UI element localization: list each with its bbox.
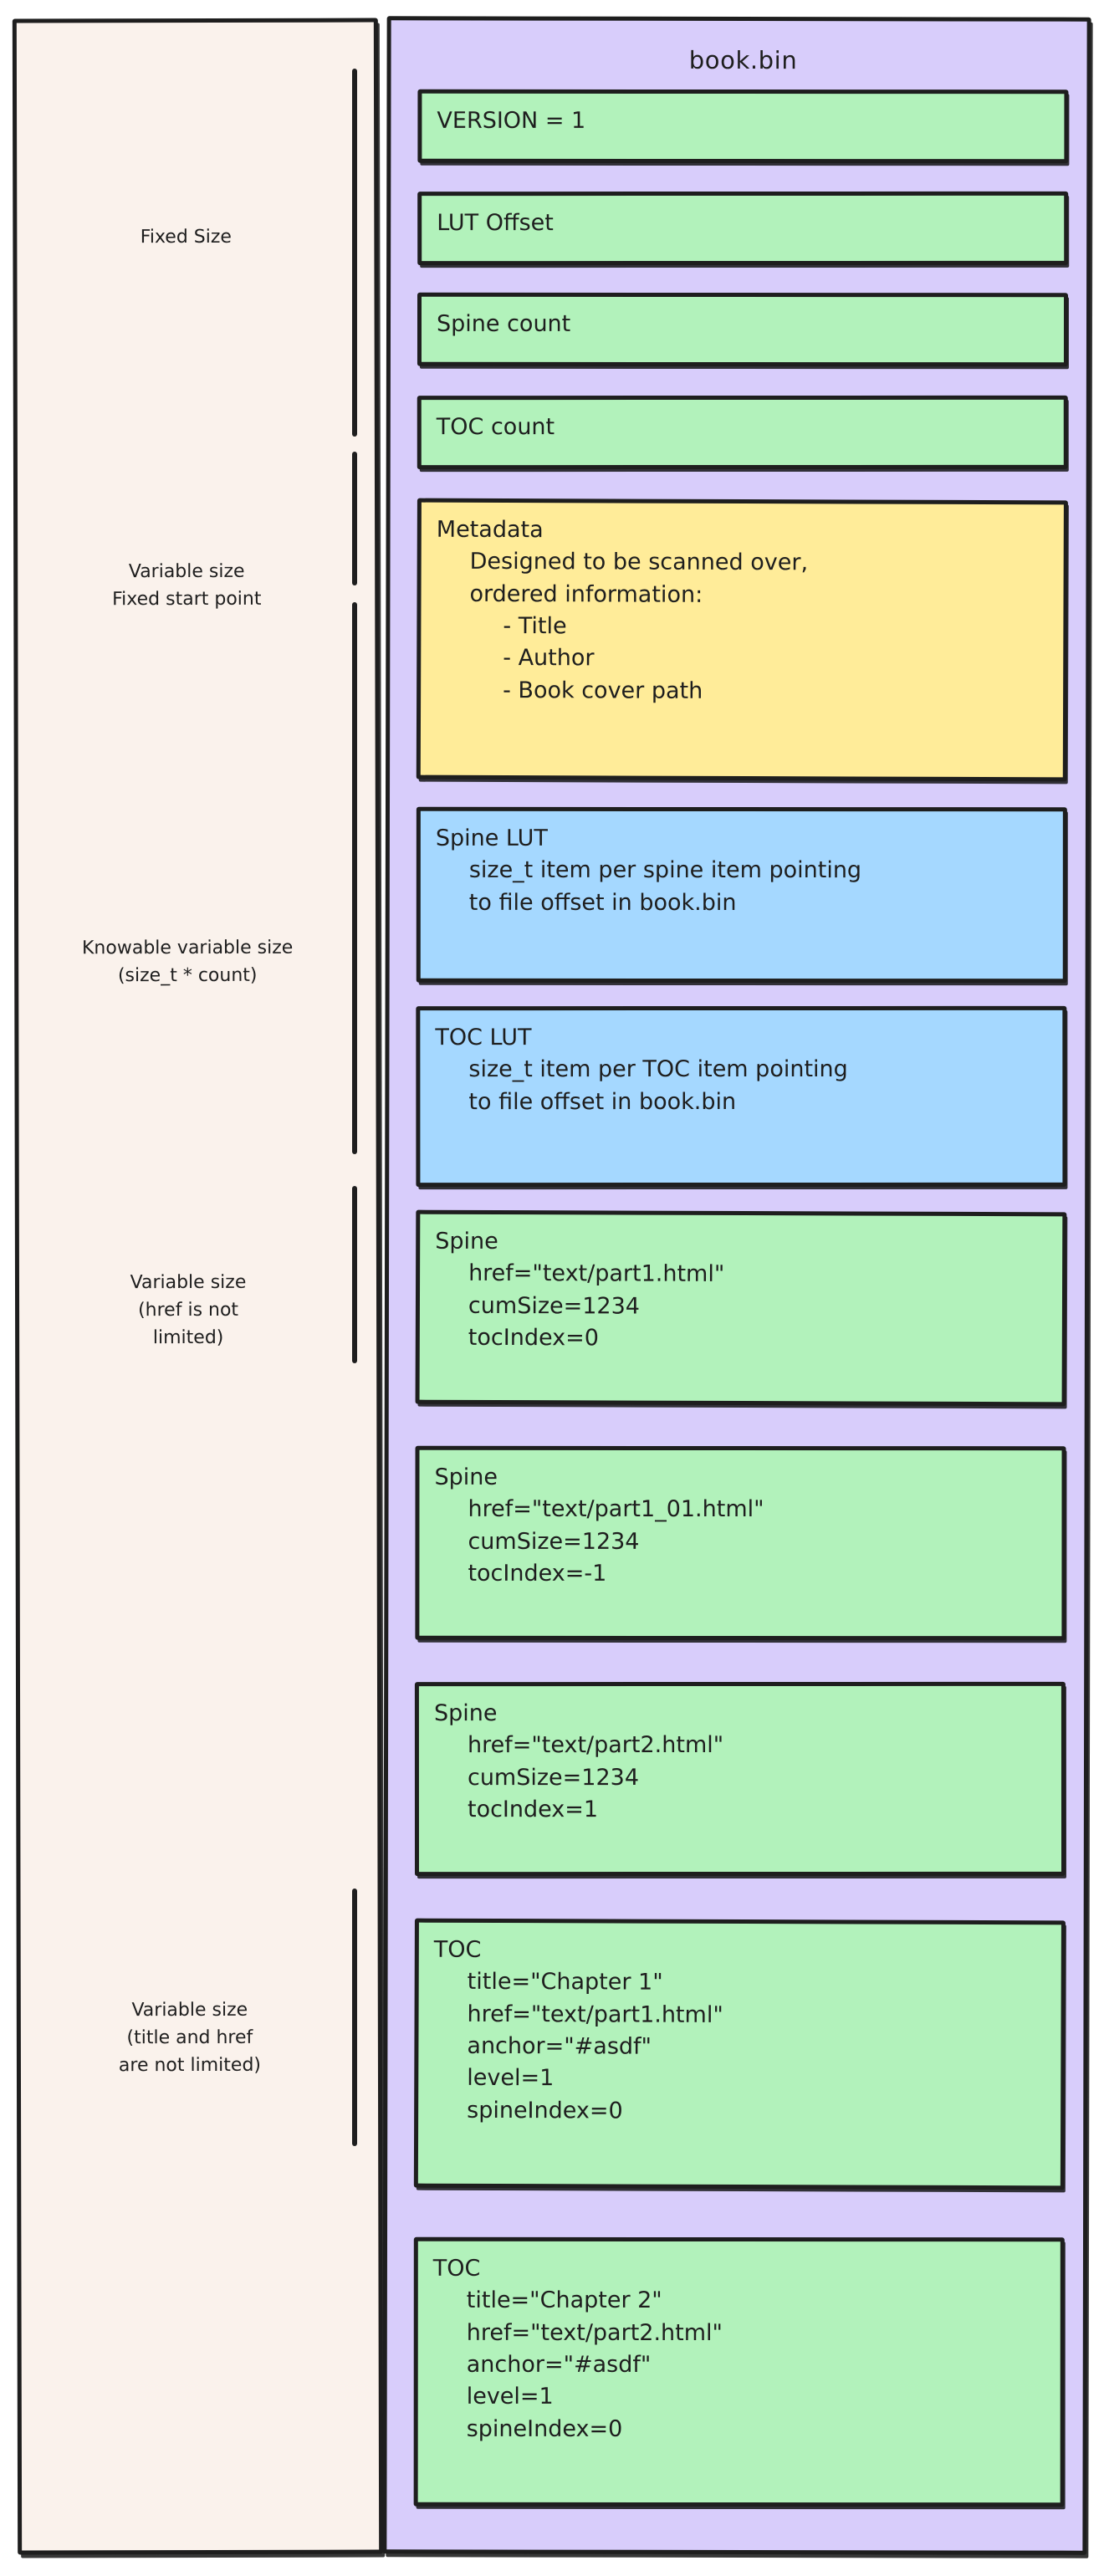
side-label-variable-fixed-start: Variable size Fixed start point xyxy=(112,560,262,611)
bracket-metadata xyxy=(352,452,357,585)
node-line: size_t item per spine item pointing xyxy=(468,857,862,884)
node-line: - Title xyxy=(503,612,567,640)
bracket-fixed-size xyxy=(352,69,357,437)
node-header: Spine count xyxy=(436,310,571,337)
node-header: VERSION = 1 xyxy=(437,107,586,134)
node-line: href="text/part1.html" xyxy=(468,1260,725,1288)
node-header: Spine xyxy=(433,1700,498,1727)
node-line: - Book cover path xyxy=(503,677,703,704)
node-toc-2: TOC title="Chapter 2" href="text/part2.htm… xyxy=(413,2236,1065,2507)
book-bin-container: book.bin VERSION = 1 LUT Offset Spine co… xyxy=(382,16,1091,2555)
page-title: book.bin xyxy=(688,45,798,75)
node-line: anchor="#asdf" xyxy=(466,2351,652,2378)
side-label-knowable-variable-size: Knowable variable size (size_t * count) xyxy=(81,937,294,987)
node-line: size_t item per TOC item pointing xyxy=(468,1056,848,1083)
node-spine-lut: Spine LUT size_t item per spine item poin… xyxy=(416,806,1067,984)
node-header: Spine xyxy=(435,1228,498,1255)
node-line: href="text/part1.html" xyxy=(467,2001,723,2028)
node-toc-1: TOC title="Chapter 1" href="text/part1.htm… xyxy=(413,1918,1066,2190)
node-header: TOC count xyxy=(436,414,555,441)
bracket-spine xyxy=(352,1186,357,1363)
bracket-luts xyxy=(352,602,357,1154)
side-label-fixed-size: Fixed Size xyxy=(140,226,232,248)
side-label-variable-href: Variable size (href is not limited) xyxy=(130,1271,247,1349)
node-line: to file offset in book.bin xyxy=(468,1088,737,1115)
node-line: - Author xyxy=(503,645,595,672)
node-header: TOC xyxy=(433,1936,482,1963)
left-annotation-panel: Fixed Size Variable size Fixed start poi… xyxy=(12,18,384,2555)
node-line: level=1 xyxy=(466,2384,554,2410)
node-line: cumSize=1234 xyxy=(468,1292,641,1320)
node-line: href="text/part2.html" xyxy=(467,1732,724,1759)
node-line: title="Chapter 1" xyxy=(467,1969,663,1996)
node-line: tocIndex=-1 xyxy=(468,1560,607,1587)
node-line: tocIndex=0 xyxy=(468,1324,599,1352)
side-label-variable-title-href: Variable size (title and href are not li… xyxy=(118,1999,262,2077)
node-header: LUT Offset xyxy=(437,210,554,237)
node-line: level=1 xyxy=(467,2065,555,2092)
node-version: VERSION = 1 xyxy=(417,89,1069,164)
node-header: Spine LUT xyxy=(435,825,548,851)
node-spine-3: Spine href="text/part2.html" cumSize=1234 t… xyxy=(414,1681,1066,1877)
node-toc-count: TOC count xyxy=(417,395,1068,470)
node-line: ordered information: xyxy=(469,580,703,608)
node-line: cumSize=1234 xyxy=(468,1528,640,1555)
node-line: href="text/part1_01.html" xyxy=(468,1496,764,1523)
node-line: spineIndex=0 xyxy=(467,2097,623,2124)
node-line: spineIndex=0 xyxy=(466,2415,623,2442)
node-spine-1: Spine href="text/part1.html" cumSize=1234 t… xyxy=(415,1209,1067,1407)
node-lut-offset: LUT Offset xyxy=(417,191,1069,266)
node-line: title="Chapter 2" xyxy=(466,2287,662,2314)
node-line: Designed to be scanned over, xyxy=(469,549,809,576)
node-line: anchor="#asdf" xyxy=(467,2032,652,2060)
node-line: cumSize=1234 xyxy=(467,1764,640,1791)
node-header: Metadata xyxy=(436,516,544,544)
node-header: Spine xyxy=(434,1464,498,1490)
node-line: to file offset in book.bin xyxy=(468,889,737,916)
node-line: tocIndex=1 xyxy=(467,1797,599,1823)
node-line: href="text/part2.html" xyxy=(466,2319,723,2346)
node-spine-2: Spine href="text/part1_01.html" cumSize=12… xyxy=(415,1445,1066,1641)
node-header: TOC xyxy=(432,2255,481,2282)
node-header: TOC LUT xyxy=(435,1025,532,1051)
bracket-toc xyxy=(352,1889,357,2146)
node-spine-count: Spine count xyxy=(417,292,1069,367)
node-toc-lut: TOC LUT size_t item per TOC item pointing… xyxy=(416,1005,1067,1188)
